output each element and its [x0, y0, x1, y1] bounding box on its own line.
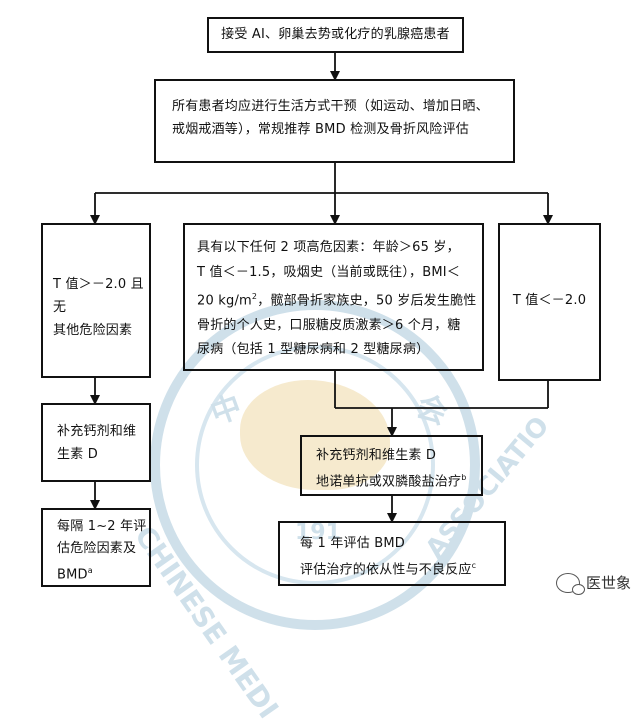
box-high-risk-factors: 具有以下任何 2 项高危因素：年龄＞65 岁， T 值＜－1.5，吸烟史（当前或…: [183, 223, 484, 371]
box-left-evaluation-bmd: BMD: [57, 567, 88, 583]
box-low-risk-line2: 其他危险因素: [53, 323, 133, 338]
box-left-supplement-line1: 补充钙剂和维: [57, 424, 137, 439]
footnote-b: b: [461, 473, 467, 482]
box-patients-text: 接受 AI、卵巢去势或化疗的乳腺癌患者: [221, 27, 450, 42]
box-low-risk-line1: T 值＞－2.0 且无: [53, 277, 144, 315]
box-high-risk-line3-pre: 20 kg/m: [197, 293, 252, 309]
footnote-a: a: [87, 566, 93, 575]
box-left-evaluation: 每隔 1~2 年评 估危险因素及 BMDa: [41, 508, 151, 587]
box-left-evaluation-line1: 每隔 1~2 年评: [57, 519, 147, 534]
box-left-supplement: 补充钙剂和维 生素 D: [41, 403, 151, 482]
box-right-treatment-line1: 补充钙剂和维生素 D: [316, 448, 437, 463]
box-right-evaluation-text: 评估治疗的依从性与不良反应: [300, 562, 472, 578]
box-high-risk-line4: 骨折的个人史，口服糖皮质激素＞6 个月，糖: [197, 317, 461, 333]
box-lifestyle-line1: 所有患者均应进行生活方式干预（如运动、增加日晒、: [172, 99, 489, 114]
wechat-icon: [555, 572, 585, 595]
box-high-risk-line5: 尿病（包括 1 型糖尿病和 2 型糖尿病）: [197, 342, 430, 358]
box-lifestyle: 所有患者均应进行生活方式干预（如运动、增加日晒、 戒烟戒酒等），常规推荐 BMD…: [154, 79, 515, 163]
box-left-supplement-line2: 生素 D: [57, 447, 98, 462]
box-right-treatment: 补充钙剂和维生素 D 地诺单抗或双膦酸盐治疗b: [300, 435, 483, 496]
watermark-year: 191: [295, 520, 341, 545]
box-high-risk-line1: 具有以下任何 2 项高危因素：年龄＞65 岁，: [197, 240, 460, 255]
box-high-risk-line3-post: ，髋部骨折家族史，50 岁后发生脆性: [257, 293, 477, 309]
box-right-treatment-line2: 地诺单抗或双膦酸盐治疗b: [316, 467, 481, 493]
box-high-risk-line3-sup: 2: [251, 292, 258, 301]
box-high-risk-line3: 20 kg/m2，髋部骨折家族史，50 岁后发生脆性: [197, 285, 482, 314]
box-lifestyle-line2: 戒烟戒酒等），常规推荐 BMD 检测及骨折风险评估: [172, 122, 469, 137]
watermark-inner-ring: [195, 345, 435, 585]
box-right-treatment-text: 地诺单抗或双膦酸盐治疗: [316, 474, 462, 490]
logo: 医世象: [555, 572, 631, 595]
box-right-evaluation-line2: 评估治疗的依从性与不良反应c: [300, 555, 504, 581]
box-high-risk-line2: T 值＜－1.5，吸烟史（当前或既往），BMI＜: [197, 264, 461, 280]
flow-connectors: [90, 53, 553, 523]
box-low-risk: T 值＞－2.0 且无 其他危险因素: [41, 223, 151, 378]
box-t-score-low: T 值＜－2.0: [498, 223, 601, 381]
box-right-evaluation-line1: 每 1 年评估 BMD: [300, 536, 406, 551]
logo-label: 医世象: [585, 574, 631, 592]
box-left-evaluation-line3: BMDa: [57, 560, 149, 586]
box-right-evaluation: 每 1 年评估 BMD 评估治疗的依从性与不良反应c: [278, 521, 506, 586]
footnote-c: c: [471, 561, 477, 570]
box-patients: 接受 AI、卵巢去势或化疗的乳腺癌患者: [207, 17, 464, 53]
box-t-score-low-text: T 值＜－2.0: [512, 293, 587, 308]
box-left-evaluation-line2: 估危险因素及: [57, 541, 137, 556]
